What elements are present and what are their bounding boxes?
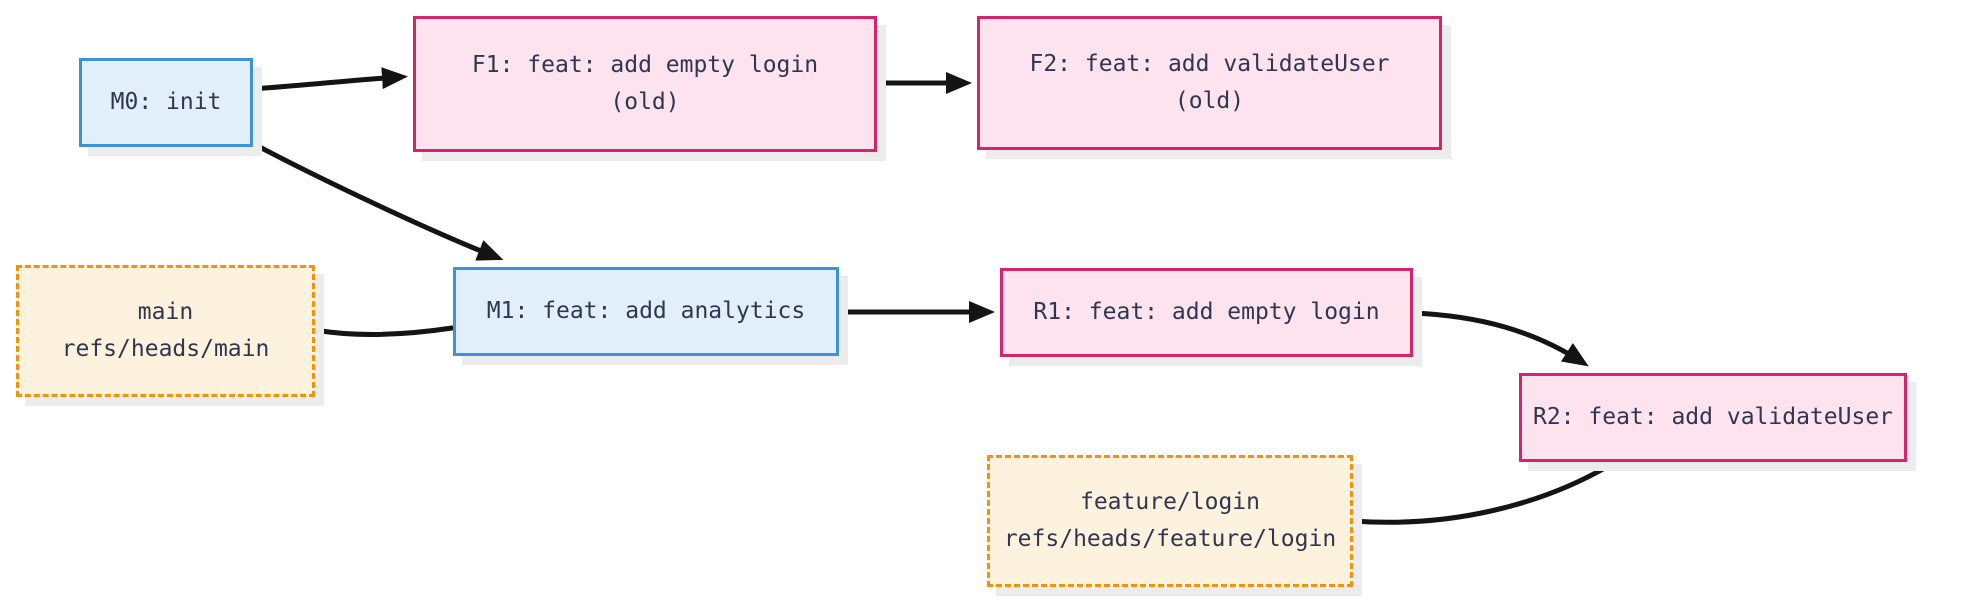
node-label: R2: feat: add validateUser	[1532, 404, 1894, 430]
branch-name: feature/login	[1079, 489, 1260, 515]
node-label: F1: feat: add empty login	[471, 52, 819, 78]
node-label: M1: feat: add analytics	[486, 298, 806, 324]
node-label: R1: feat: add empty login	[1033, 299, 1380, 325]
node-label: F2: feat: add validateUser	[1029, 51, 1390, 77]
node-commit-m1: M1: feat: add analytics	[453, 267, 839, 356]
node-commit-m0: M0: init	[79, 58, 253, 147]
node-sublabel: (old)	[1174, 88, 1245, 114]
edge-featureref-r2	[1350, 462, 1613, 525]
node-commit-f1: F1: feat: add empty login (old)	[413, 16, 877, 152]
node-commit-f2: F2: feat: add validateUser (old)	[977, 16, 1442, 150]
branch-name: main	[137, 299, 194, 325]
node-sublabel: (old)	[610, 89, 680, 115]
node-commit-r2: R2: feat: add validateUser	[1519, 373, 1907, 462]
node-branch-ref-feature-login: feature/login refs/heads/feature/login	[987, 455, 1353, 587]
node-branch-ref-main: main refs/heads/main	[16, 265, 315, 397]
node-label: M0: init	[110, 89, 222, 115]
branch-refpath: refs/heads/main	[61, 336, 270, 362]
edge-r1-r2	[1411, 310, 1589, 367]
edge-m0-f1	[250, 67, 408, 92]
branch-refpath: refs/heads/feature/login	[1003, 526, 1337, 552]
edge-m0-m1	[249, 140, 504, 261]
node-commit-r1: R1: feat: add empty login	[1000, 268, 1413, 357]
edge-mainref-m1	[312, 325, 455, 337]
